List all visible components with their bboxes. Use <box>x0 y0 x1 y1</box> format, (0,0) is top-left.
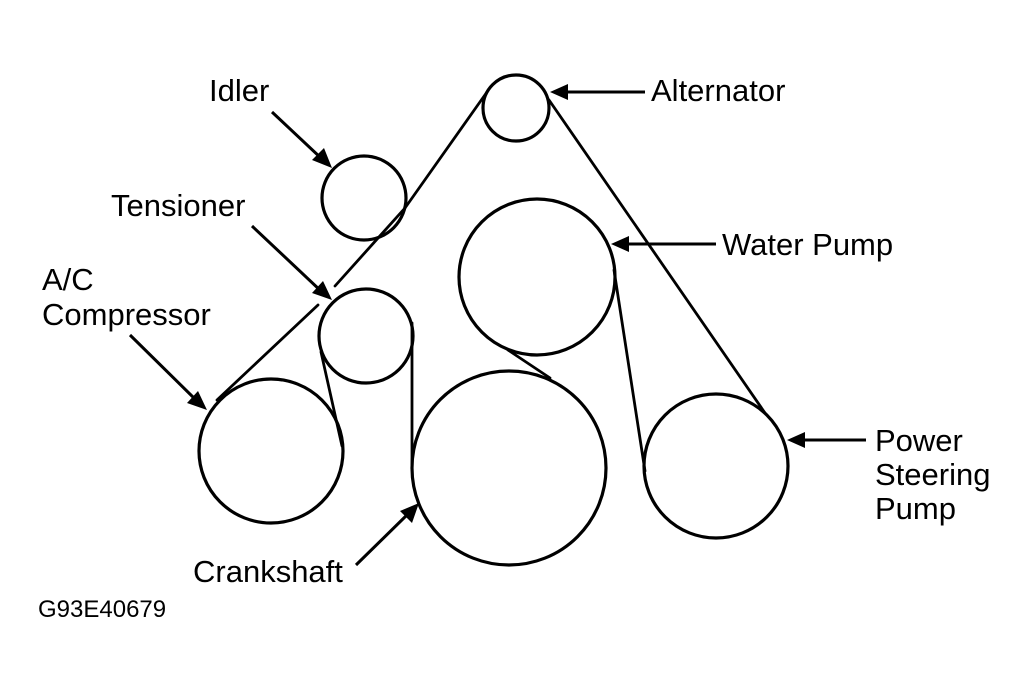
power-steering-leader-arrow <box>787 432 866 448</box>
ac-compressor-label-line2: Compressor <box>42 297 211 332</box>
ac-compressor-label-line1: A/C <box>42 262 94 297</box>
power-steering-label-line3: Pump <box>875 491 956 526</box>
power-steering-label-line1: Power <box>875 423 963 458</box>
tensioner-leader-arrow <box>250 224 332 300</box>
water-pump-label: Water Pump <box>722 227 893 262</box>
crankshaft-pulley <box>410 369 608 567</box>
alternator-label: Alternator <box>651 73 785 108</box>
belt-segment-waterpump-powersteering <box>612 268 647 473</box>
alternator-leader-arrow <box>550 84 645 100</box>
tensioner-label: Tensioner <box>111 188 245 223</box>
idler-label: Idler <box>209 73 269 108</box>
belt-segment-ac-tensioner-inner <box>319 350 344 448</box>
ac-compressor-leader-arrow <box>128 333 207 410</box>
water-pump-leader-arrow <box>611 236 716 252</box>
belt-segment-powersteering-alternator <box>547 98 767 415</box>
serpentine-belt <box>215 90 767 473</box>
water-pump-pulley <box>457 197 617 357</box>
alternator-pulley <box>481 73 551 143</box>
figure-code: G93E40679 <box>38 596 166 623</box>
idler-leader-arrow <box>270 110 332 168</box>
belt-segment-tensioner-ac <box>215 303 320 402</box>
belt-segment-idler-tensioner <box>333 206 407 288</box>
crankshaft-label: Crankshaft <box>193 554 343 589</box>
power-steering-pulley <box>642 392 790 540</box>
belt-segment-crankshaft-waterpump <box>506 348 552 380</box>
idler-pulley <box>320 154 408 242</box>
crankshaft-leader-arrow <box>354 503 419 567</box>
belt-segment-alternator-idler <box>403 90 489 210</box>
power-steering-label-line2: Steering <box>875 457 990 492</box>
tensioner-pulley <box>317 287 415 385</box>
ac-compressor-pulley <box>197 377 345 525</box>
